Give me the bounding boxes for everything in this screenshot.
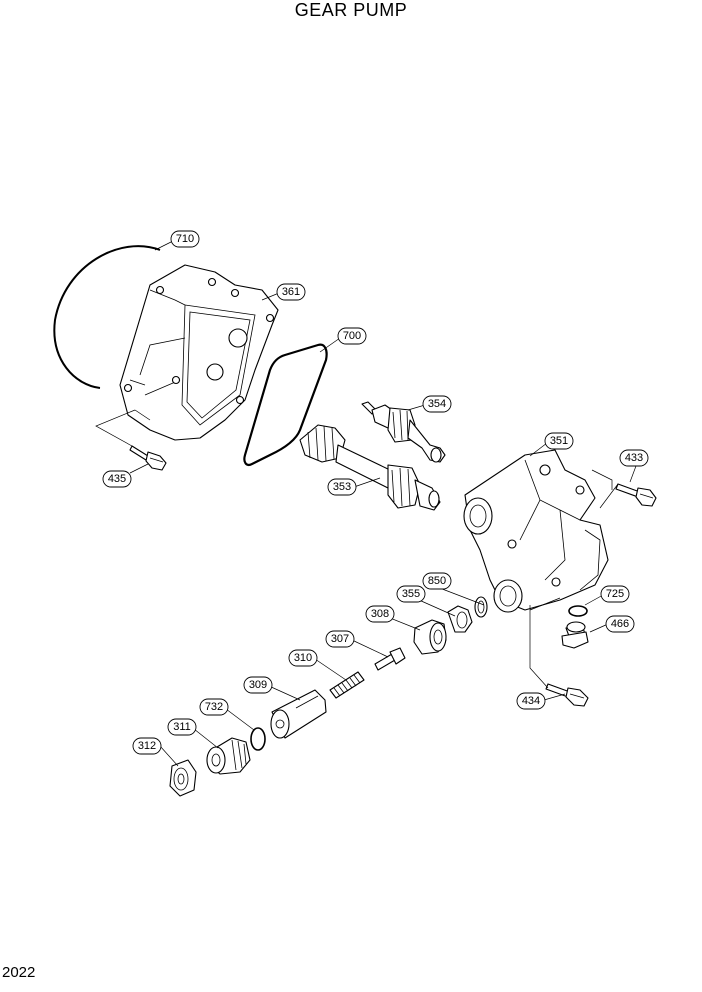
callout-label-354: 354: [428, 398, 446, 410]
callout-355[interactable]: 355: [396, 585, 426, 603]
callout-label-351: 351: [550, 435, 568, 447]
callout-308[interactable]: 308: [365, 605, 395, 623]
callout-307[interactable]: 307: [325, 630, 355, 648]
o-ring-710: [53, 245, 161, 389]
callout-466[interactable]: 466: [605, 615, 635, 633]
bolt-433: [615, 483, 657, 507]
o-ring-725: [568, 605, 588, 617]
callout-label-732: 732: [205, 701, 223, 713]
callout-710[interactable]: 710: [170, 230, 200, 248]
spring-310: [329, 671, 365, 699]
piston-308: [413, 619, 447, 655]
callout-850[interactable]: 850: [422, 572, 452, 590]
page-title: GEAR PUMP: [294, 0, 408, 20]
callout-361[interactable]: 361: [276, 283, 306, 301]
spool-307: [374, 647, 406, 671]
callout-354[interactable]: 354: [422, 395, 452, 413]
callout-label-700: 700: [343, 330, 361, 342]
callout-311[interactable]: 311: [167, 718, 197, 736]
callout-label-466: 466: [611, 618, 629, 630]
callout-435[interactable]: 435: [102, 470, 132, 488]
callout-label-361: 361: [282, 286, 300, 298]
callout-353[interactable]: 353: [327, 478, 357, 496]
callout-433[interactable]: 433: [619, 449, 649, 467]
callout-label-312: 312: [138, 740, 156, 752]
o-ring-732: [250, 727, 266, 751]
callout-351[interactable]: 351: [544, 432, 574, 450]
callout-label-725: 725: [606, 588, 624, 600]
pump-body-351: [463, 449, 609, 613]
callout-label-311: 311: [173, 721, 191, 733]
callout-label-850: 850: [428, 575, 446, 587]
bolt-434: [545, 683, 589, 707]
callout-label-308: 308: [371, 608, 389, 620]
callout-label-710: 710: [176, 233, 194, 245]
callout-732[interactable]: 732: [199, 698, 229, 716]
washer-850: [474, 596, 488, 618]
plug-466: [561, 621, 589, 649]
pump-cover-361: [119, 264, 279, 441]
callout-309[interactable]: 309: [243, 676, 273, 694]
sleeve-309: [270, 689, 327, 739]
page-number: 2022: [2, 964, 36, 981]
bushing-355: [447, 605, 473, 633]
assembly-line-body-bottom: [529, 597, 561, 689]
callout-label-355: 355: [402, 588, 420, 600]
drive-gear-shaft-354: [361, 401, 446, 463]
callout-700[interactable]: 700: [337, 327, 367, 345]
bolt-435: [129, 445, 167, 471]
callout-434[interactable]: 434: [516, 692, 546, 710]
gasket-700: [243, 343, 328, 466]
callout-label-434: 434: [522, 695, 540, 707]
callout-label-309: 309: [249, 679, 267, 691]
assembly-line-cover: [95, 409, 151, 447]
callout-310[interactable]: 310: [288, 649, 318, 667]
callout-label-435: 435: [108, 473, 126, 485]
assembly-line-body-top: [591, 469, 619, 509]
callout-725[interactable]: 725: [600, 585, 630, 603]
callout-label-433: 433: [625, 452, 643, 464]
callout-label-310: 310: [294, 652, 312, 664]
callout-label-307: 307: [331, 633, 349, 645]
nut-312: [169, 759, 197, 797]
driven-gear-shaft-353: [299, 424, 441, 511]
plug-311: [206, 737, 251, 775]
callout-label-353: 353: [333, 481, 351, 493]
callout-312[interactable]: 312: [132, 737, 162, 755]
